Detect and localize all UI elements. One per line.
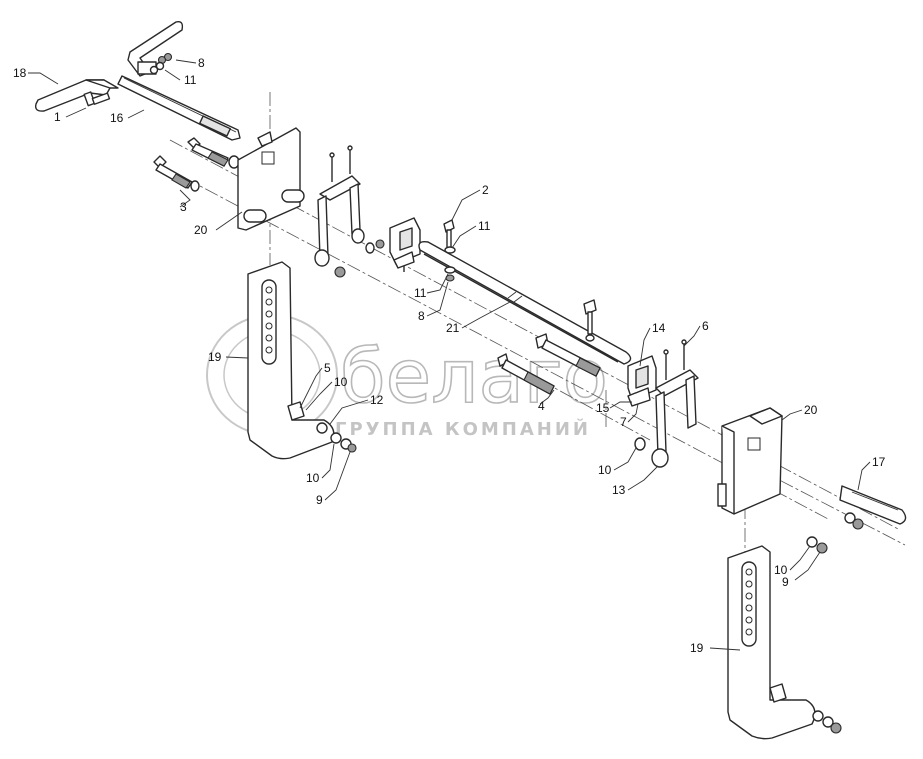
callout-14: 14: [652, 321, 666, 335]
callout-15: 15: [596, 401, 610, 415]
callout-20-left: 20: [194, 223, 208, 237]
part-6-bracket: [655, 339, 699, 457]
callout-9-b: 9: [782, 575, 789, 589]
callout-4: 4: [538, 399, 545, 413]
leader-lines: [28, 59, 871, 651]
callout-8-mid: 8: [418, 309, 425, 323]
callout-19-right: 19: [690, 641, 704, 655]
callout-3: 3: [180, 200, 187, 214]
callout-21: 21: [446, 321, 460, 335]
part-clamp-upright: [314, 145, 385, 278]
part-right-shaft-bolt: [583, 299, 597, 342]
callout-2: 2: [482, 183, 489, 197]
callout-5: 5: [324, 361, 331, 375]
part-3-bolt: [153, 155, 200, 192]
watermark-logo-text: белаго: [340, 334, 608, 420]
part-20-plate-left: [237, 127, 305, 231]
part-4-bolts: [497, 333, 601, 395]
part-16-rod: [117, 75, 241, 141]
callout-20-right: 20: [804, 403, 818, 417]
part-8-nuts-top: [149, 52, 173, 75]
part-2-bolt: [443, 219, 455, 249]
callout-10-b: 10: [306, 471, 320, 485]
part-18-bracket: [34, 79, 119, 112]
callout-1: 1: [54, 110, 61, 124]
part-20-plate-right: [717, 407, 783, 515]
callout-13: 13: [612, 483, 626, 497]
part-12-10-9-nuts-left: [316, 422, 357, 453]
callout-11-top: 11: [184, 73, 197, 87]
callout-10-d: 10: [774, 563, 788, 577]
part-14-clamp-block: [627, 355, 657, 407]
callout-16: 16: [110, 111, 124, 125]
part-10-9-nuts-right: [806, 536, 828, 554]
slot-teeth-left: [265, 286, 273, 354]
callout-7: 7: [620, 415, 627, 429]
callout-19-left: 19: [208, 350, 222, 364]
callout-10-c: 10: [598, 463, 612, 477]
callout-12: 12: [370, 393, 384, 407]
part-13-roller: [634, 437, 669, 468]
callout-11-low: 11: [414, 286, 427, 300]
slot-teeth-right: [745, 568, 753, 636]
callout-11-mid: 11: [478, 219, 491, 233]
part-1-bolt: [83, 91, 111, 107]
axis-part17: [759, 469, 906, 546]
callout-8-top: 8: [198, 56, 205, 70]
callout-9-a: 9: [316, 493, 323, 507]
watermark-subtitle: ГРУППА КОМПАНИЙ: [335, 418, 591, 440]
part-17-rod: [839, 485, 907, 530]
callout-labels: 18 8 11 1 16 3 20 2 11 11 8 21 14 6 19 5…: [13, 56, 886, 655]
callout-10-a: 10: [334, 375, 348, 389]
part-21-shaft: [418, 240, 632, 365]
callout-6: 6: [702, 319, 709, 333]
part-upper-bolt: [187, 137, 240, 169]
axis-bolt4: [539, 379, 651, 441]
watermark-logo: белаго ГРУППА КОМПАНИЙ: [206, 314, 609, 440]
part-clamp-block: [389, 217, 421, 272]
part-19-lever-right: [727, 545, 842, 740]
callout-18: 18: [13, 66, 27, 80]
callout-17: 17: [872, 455, 886, 469]
